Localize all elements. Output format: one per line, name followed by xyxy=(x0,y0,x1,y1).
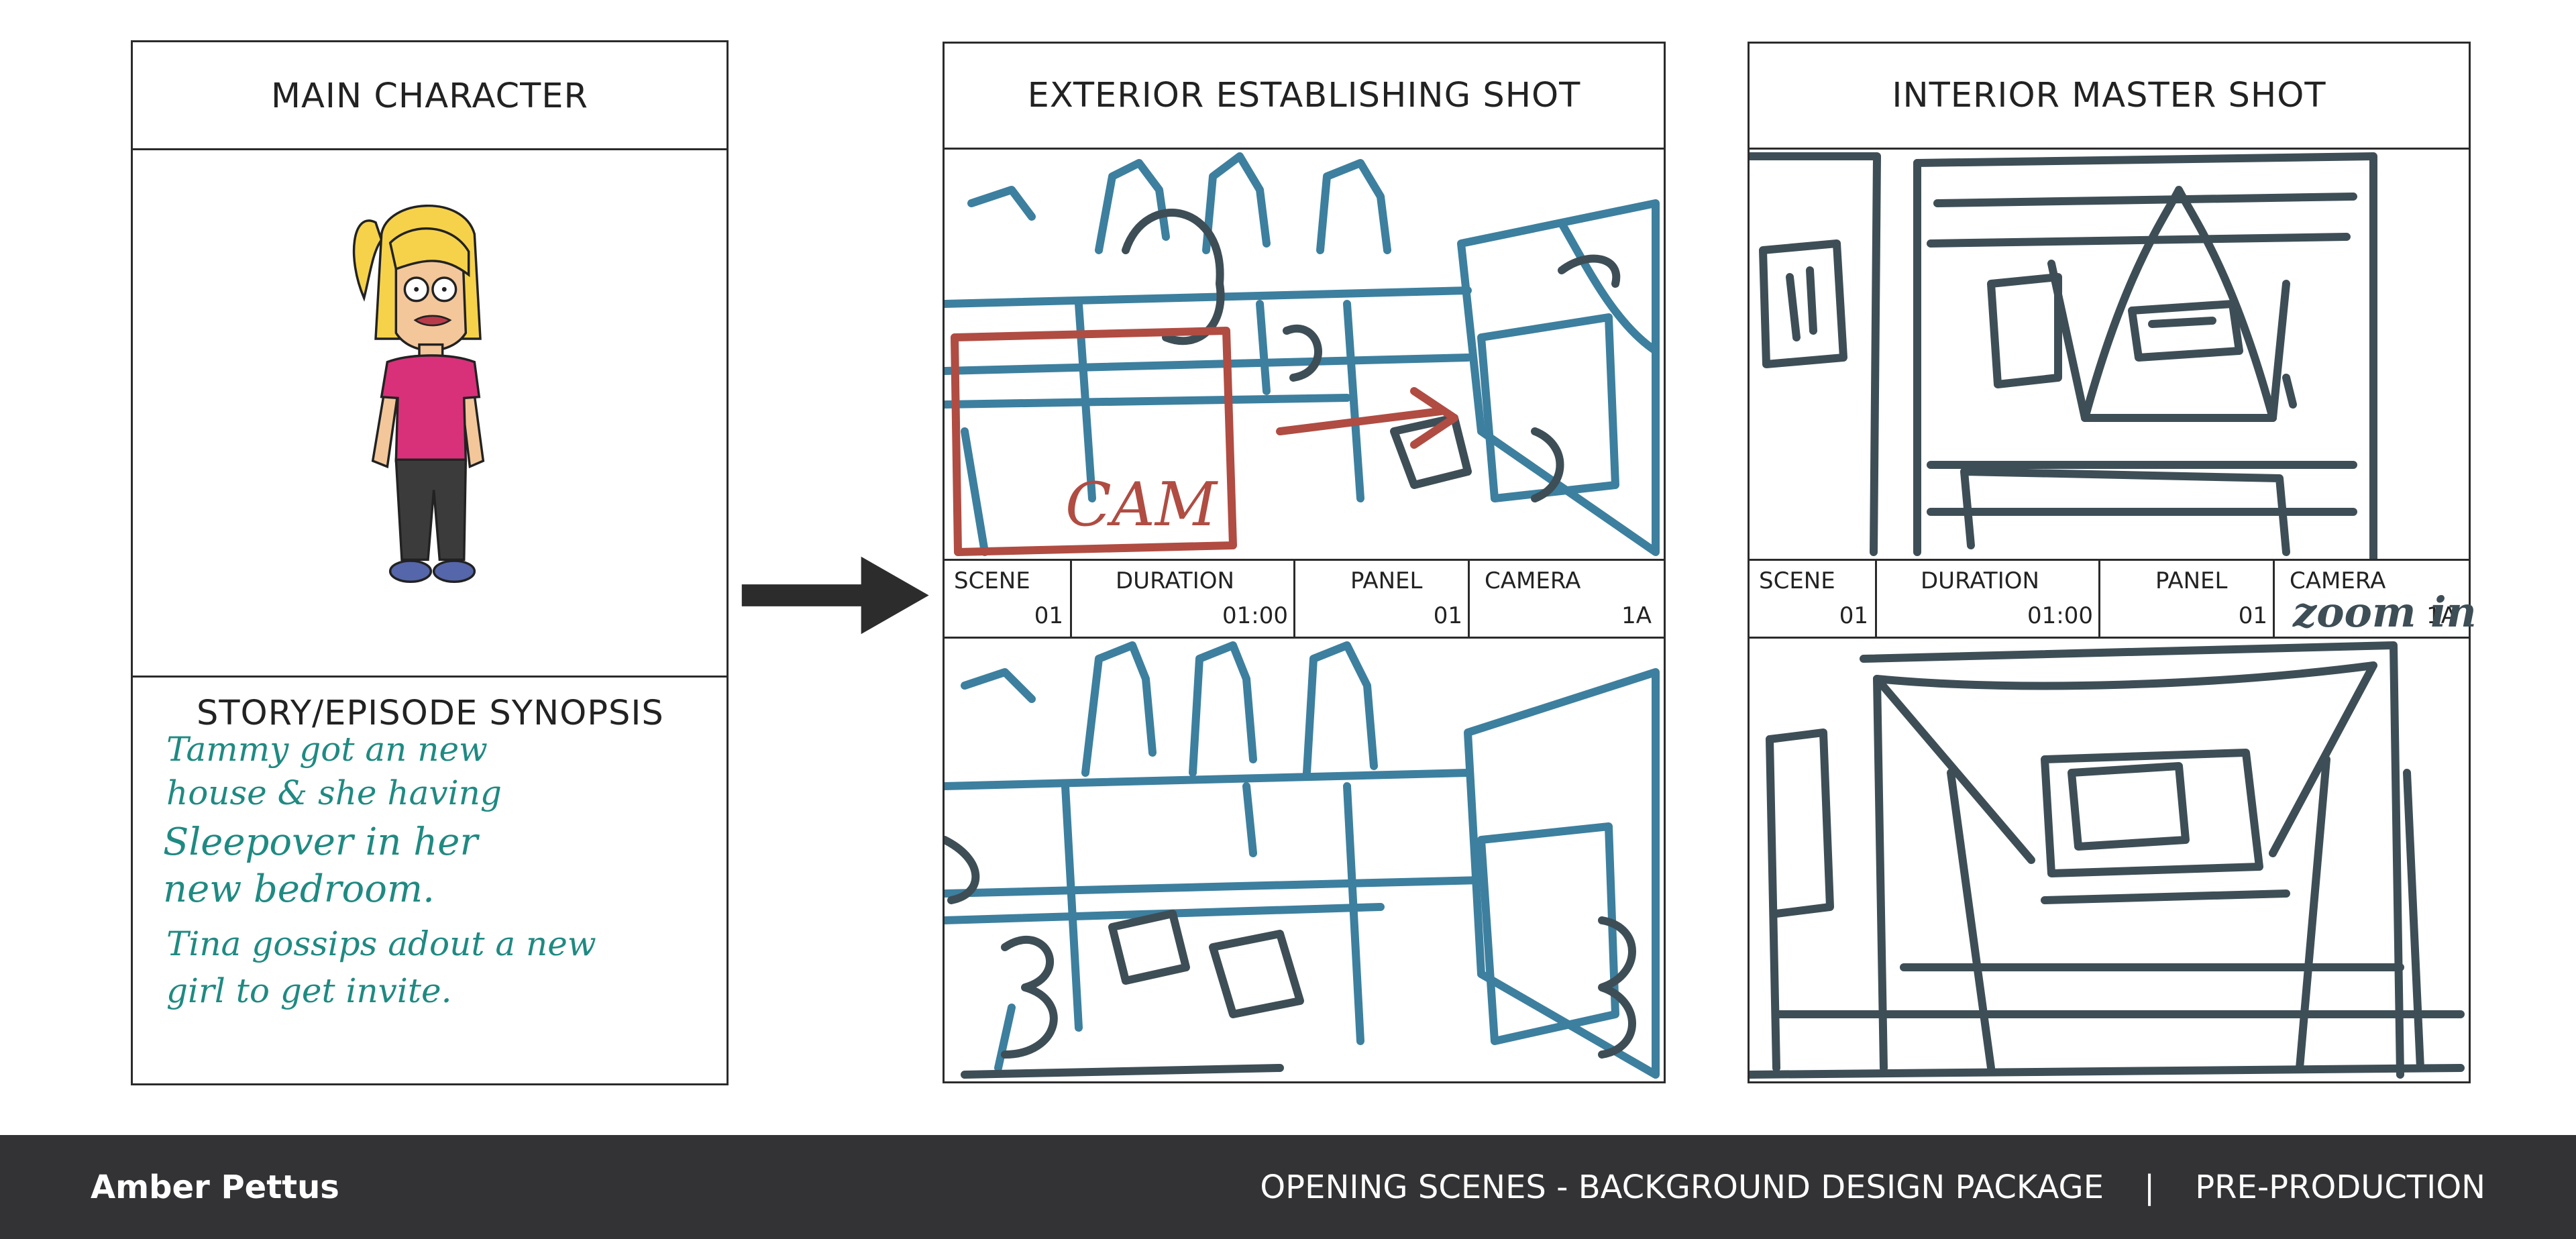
divider xyxy=(2273,561,2275,638)
exterior-panel-title: EXTERIOR ESTABLISHING SHOT xyxy=(1027,76,1581,115)
panel-label: PANEL xyxy=(2155,568,2228,594)
divider xyxy=(945,637,1664,639)
scene-label: SCENE xyxy=(954,568,1030,594)
synopsis-line: house & she having xyxy=(166,773,502,812)
divider xyxy=(945,148,1664,150)
synopsis-line: girl to get invite. xyxy=(166,971,452,1010)
footer-bar: Amber Pettus OPENING SCENES - BACKGROUND… xyxy=(0,1135,2576,1239)
divider xyxy=(1750,148,2469,150)
character-panel-title: MAIN CHARACTER xyxy=(271,76,588,116)
duration-label: DURATION xyxy=(1116,568,1234,594)
sketch-exterior-bottom xyxy=(945,641,1660,1079)
production-stage: PRE-PRODUCTION xyxy=(2195,1169,2485,1206)
synopsis-title: STORY/EPISODE SYNOPSIS xyxy=(197,693,664,733)
divider xyxy=(1293,561,1295,638)
footer-separator: | xyxy=(2144,1169,2155,1206)
interior-panel: INTERIOR MASTER SHOT SCENE 01 DURATION xyxy=(1748,42,2477,1083)
interior-panel-title: INTERIOR MASTER SHOT xyxy=(1892,76,2326,115)
divider xyxy=(1750,637,2469,639)
divider xyxy=(133,148,727,150)
footer-project-info: OPENING SCENES - BACKGROUND DESIGN PACKA… xyxy=(1260,1169,2485,1206)
synopsis-line: Tammy got an new xyxy=(166,730,488,769)
character-illustration xyxy=(352,205,485,584)
camera-note: zoom in xyxy=(2293,588,2477,637)
sketch-interior-top xyxy=(1750,152,2377,559)
divider xyxy=(1070,561,1072,638)
scene-label: SCENE xyxy=(1759,568,1835,594)
sketch-exterior-top: CAM xyxy=(945,152,1660,556)
panel-value: 01 xyxy=(2238,602,2267,629)
arrow-right-icon xyxy=(741,556,929,635)
sketch-note-cam: CAM xyxy=(1065,470,1218,540)
divider xyxy=(133,676,727,678)
divider xyxy=(1750,559,2469,561)
scene-value: 01 xyxy=(1839,602,1868,629)
camera-value: 1A xyxy=(1621,602,1652,629)
camera-label: CAMERA xyxy=(2290,568,2386,594)
scene-value: 01 xyxy=(1034,602,1063,629)
synopsis-line: new bedroom. xyxy=(163,867,435,911)
author-name: Amber Pettus xyxy=(91,1169,339,1206)
panel-value: 01 xyxy=(1433,602,1462,629)
synopsis-line: Tina gossips adout a new xyxy=(166,924,596,963)
camera-value: 1A xyxy=(2426,602,2457,629)
exterior-panel: EXTERIOR ESTABLISHING SHOT CAM xyxy=(943,42,1666,1083)
exterior-meta-row: SCENE 01 DURATION 01:00 PANEL 01 CAMERA … xyxy=(945,561,1664,638)
sketch-interior-bottom xyxy=(1750,641,2465,1079)
divider xyxy=(1468,561,1470,638)
divider xyxy=(945,559,1664,561)
panel-label: PANEL xyxy=(1350,568,1423,594)
duration-value: 01:00 xyxy=(2027,602,2093,629)
divider xyxy=(1875,561,1877,638)
project-title: OPENING SCENES - BACKGROUND DESIGN PACKA… xyxy=(1260,1169,2104,1206)
duration-value: 01:00 xyxy=(1222,602,1288,629)
camera-label: CAMERA xyxy=(1485,568,1581,594)
interior-meta-row: SCENE 01 DURATION 01:00 PANEL 01 CAMERA … xyxy=(1750,561,2477,638)
character-panel: MAIN CHARACTER STORY/EPISODE SYNOPSIS xyxy=(131,40,729,1085)
duration-label: DURATION xyxy=(1921,568,2039,594)
synopsis-line: Sleepover in her xyxy=(163,820,478,864)
divider xyxy=(2098,561,2100,638)
